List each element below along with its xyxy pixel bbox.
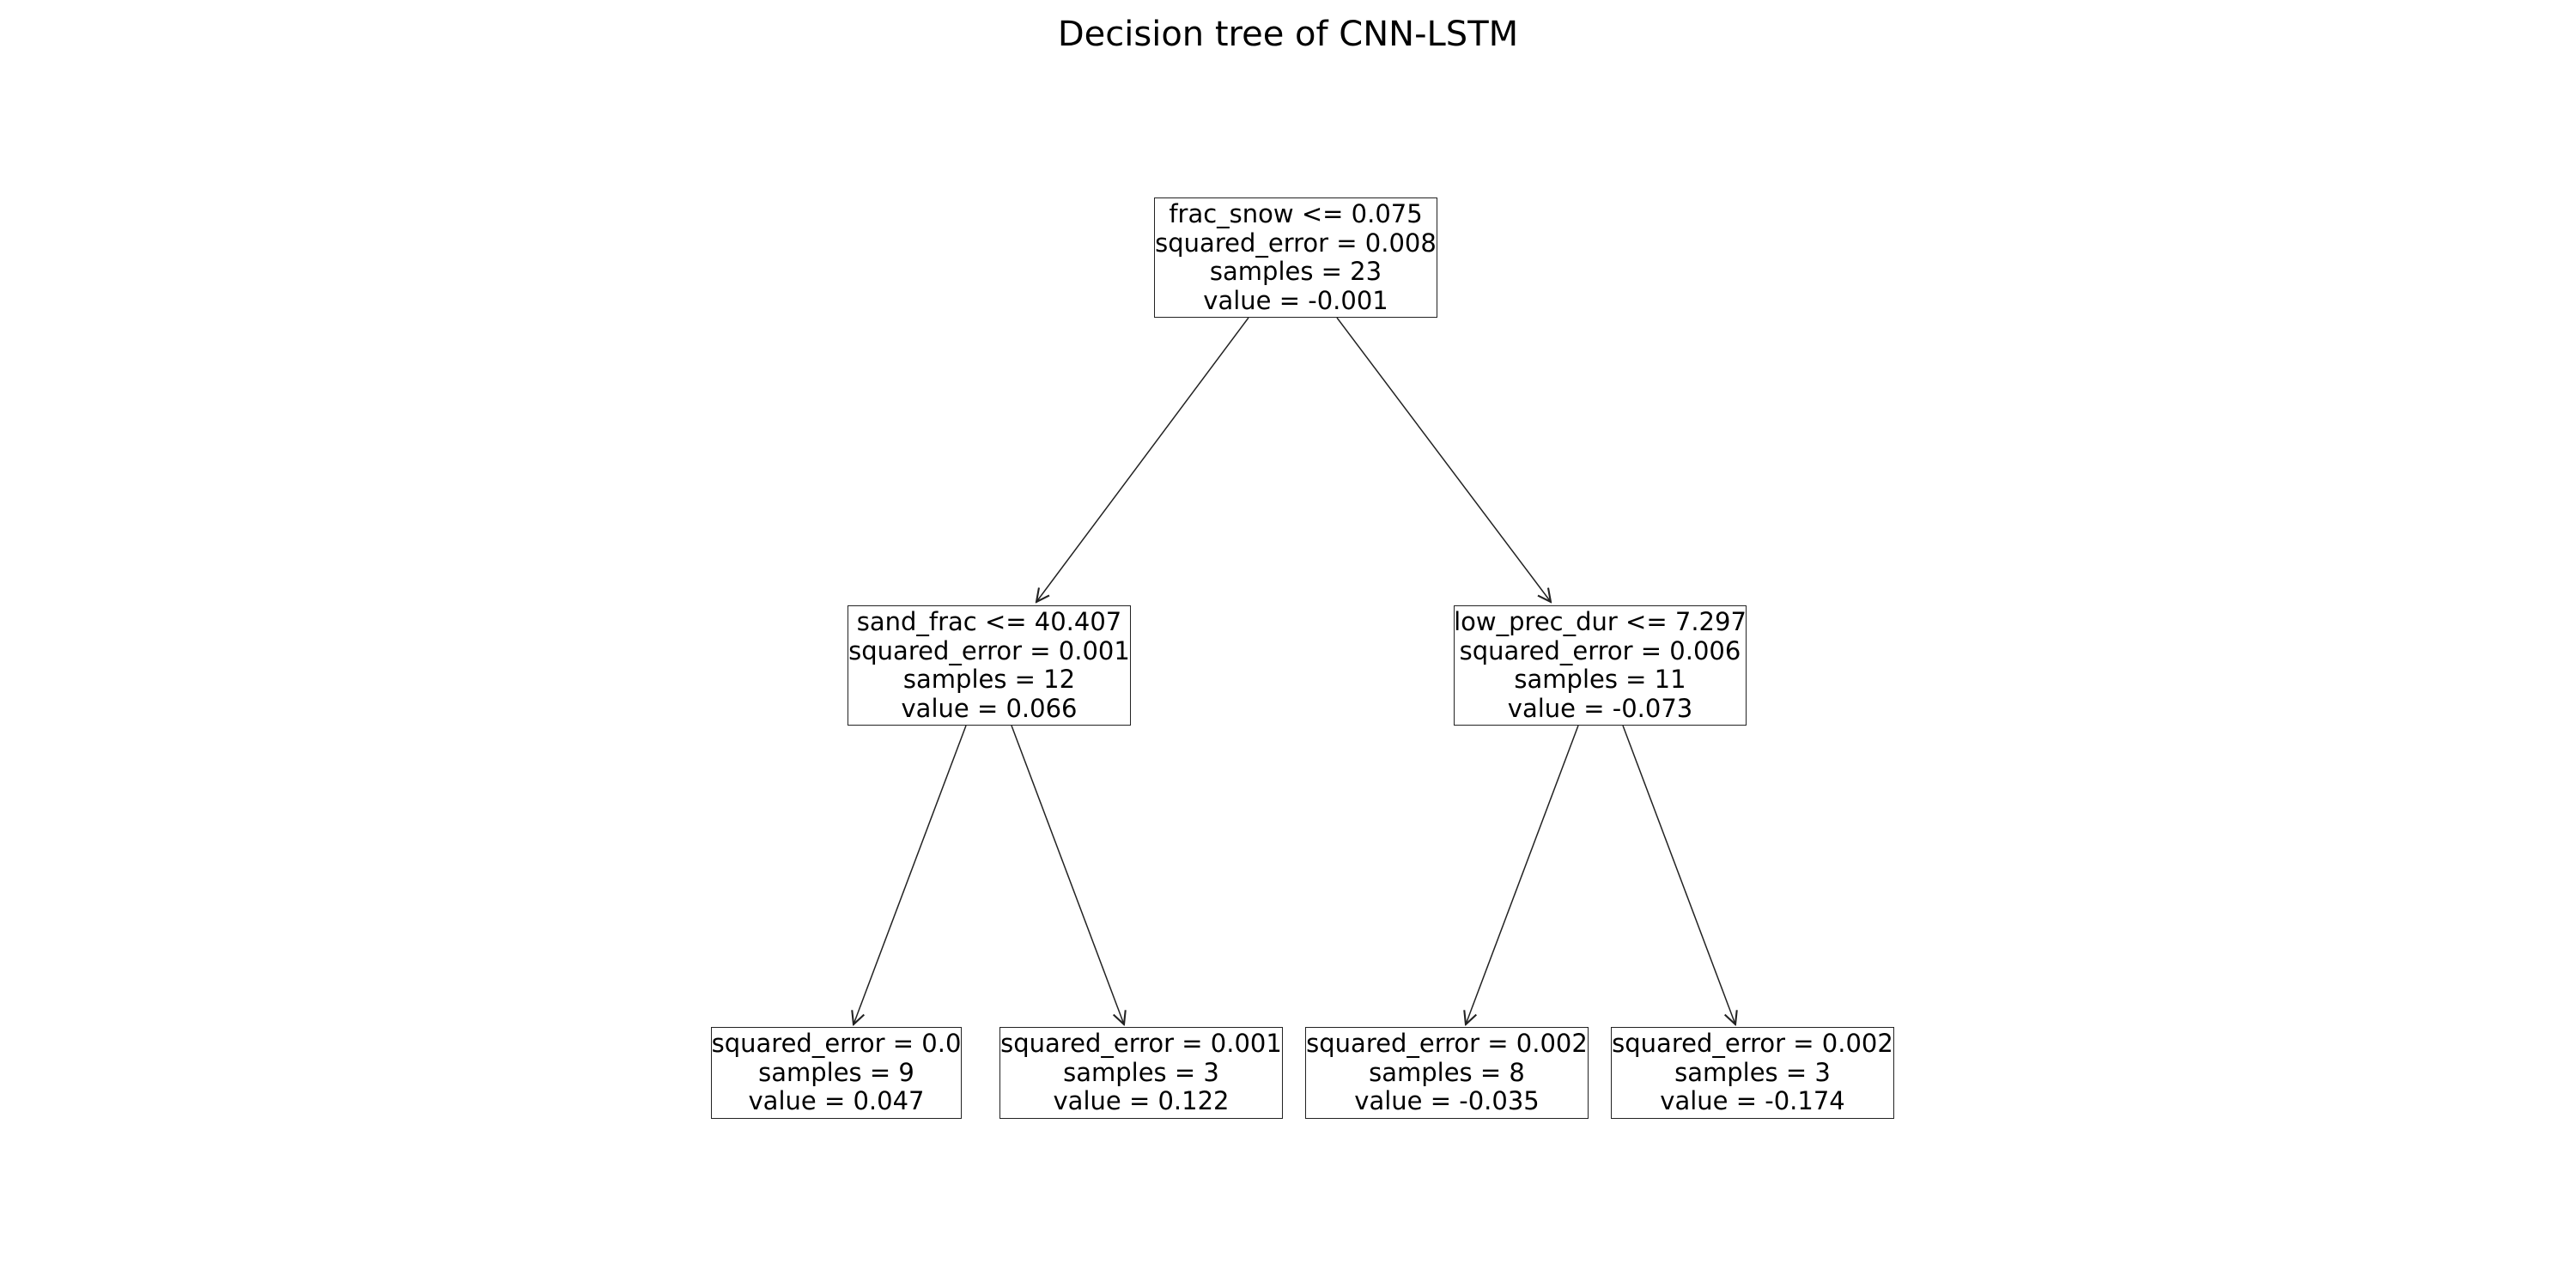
node-samples: samples = 12 [902,665,1076,694]
edge-left-leftleft [854,725,967,1024]
node-value: value = 0.122 [1053,1086,1230,1116]
tree-node-root: frac_snow <= 0.075 squared_error = 0.008… [1154,197,1437,318]
tree-node-left: sand_frac <= 40.407 squared_error = 0.00… [848,605,1131,726]
node-squared-error: squared_error = 0.002 [1612,1029,1893,1059]
edge-right-rightleft [1466,725,1579,1024]
node-samples: samples = 11 [1514,665,1686,694]
node-samples: samples = 3 [1063,1057,1219,1087]
tree-leaf-right-right: squared_error = 0.002 samples = 3 value … [1611,1027,1894,1119]
tree-leaf-left-right: squared_error = 0.001 samples = 3 value … [999,1027,1283,1119]
node-squared-error: squared_error = 0.002 [1306,1029,1588,1059]
edge-left-leftright [1011,725,1124,1024]
tree-leaf-right-left: squared_error = 0.002 samples = 8 value … [1305,1027,1589,1119]
node-value: value = 0.047 [748,1086,925,1116]
node-value: value = -0.001 [1203,285,1388,315]
node-value: value = 0.066 [901,693,1078,723]
node-value: value = -0.174 [1660,1086,1845,1116]
node-samples: samples = 8 [1369,1057,1525,1087]
edge-root-right [1336,317,1551,602]
node-squared-error: squared_error = 0.006 [1459,635,1741,665]
tree-node-right: low_prec_dur <= 7.297 squared_error = 0.… [1454,605,1747,726]
node-squared-error: squared_error = 0.0 [711,1029,962,1059]
node-value: value = -0.073 [1507,693,1693,723]
node-samples: samples = 23 [1209,257,1382,286]
node-condition: low_prec_dur <= 7.297 [1454,607,1747,636]
tree-leaf-left-left: squared_error = 0.0 samples = 9 value = … [711,1027,962,1119]
diagram-title: Decision tree of CNN-LSTM [1057,15,1519,54]
node-squared-error: squared_error = 0.008 [1155,228,1437,258]
node-samples: samples = 3 [1674,1057,1831,1087]
edge-right-rightright [1622,725,1735,1024]
node-condition: frac_snow <= 0.075 [1169,199,1423,228]
node-condition: sand_frac <= 40.407 [856,607,1122,636]
node-value: value = -0.035 [1354,1086,1540,1116]
node-samples: samples = 9 [758,1057,914,1087]
node-squared-error: squared_error = 0.001 [848,635,1130,665]
node-squared-error: squared_error = 0.001 [1000,1029,1282,1059]
edge-root-left [1036,317,1249,602]
